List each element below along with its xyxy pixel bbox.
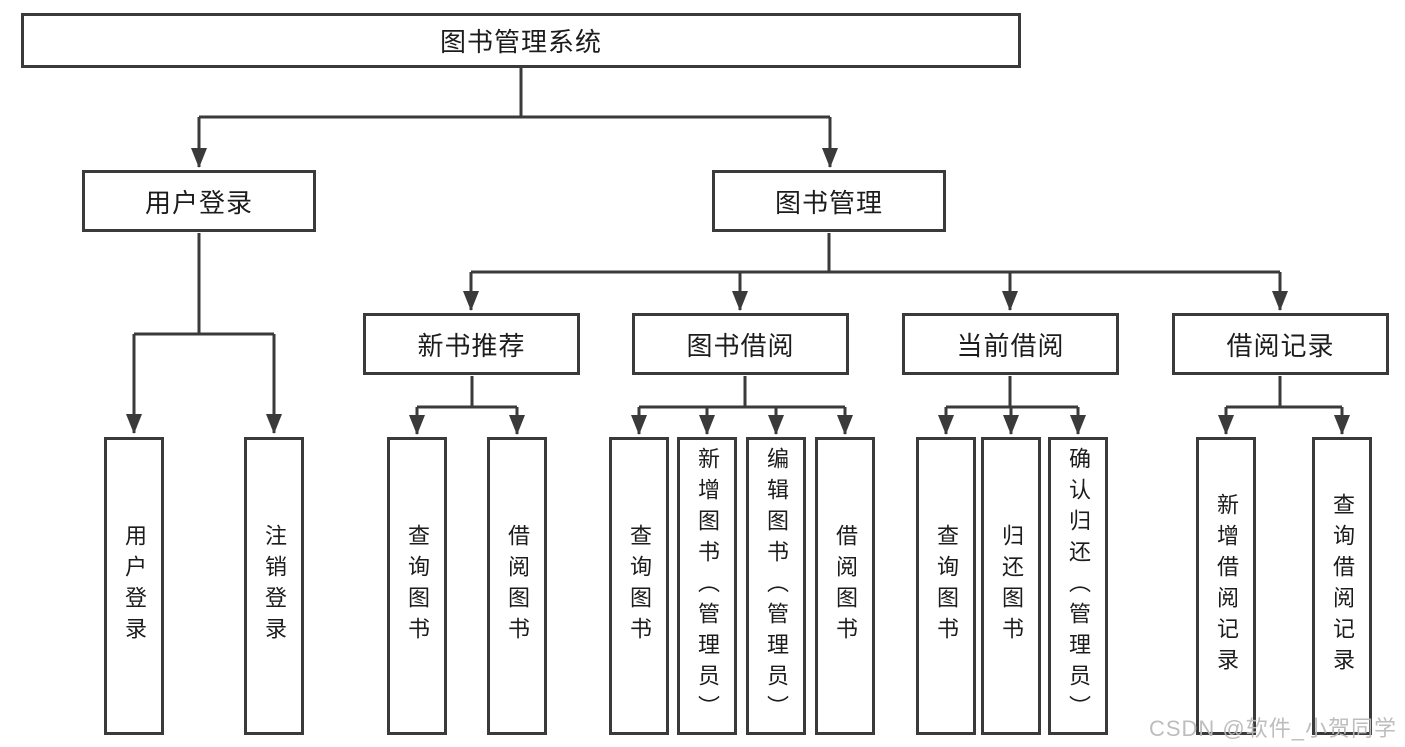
- leaf-query-books-current: 查询图书: [916, 437, 976, 735]
- leaf-add-borrow-record: 新增借阅记录: [1196, 437, 1256, 735]
- csdn-watermark: CSDN @软件_小贺同学: [1148, 716, 1397, 741]
- leaf-return-books: 归还图书: [981, 437, 1041, 735]
- leaf-add-books-admin: 新增图书（管理员）: [677, 437, 737, 735]
- node-book-borrowing-label: 图书借阅: [686, 330, 795, 361]
- leaf-confirm-return-admin-label: 确认归还（管理员）: [1066, 446, 1091, 726]
- node-borrow-records-label: 借阅记录: [1226, 330, 1335, 361]
- node-borrow-records: 借阅记录: [1172, 313, 1389, 375]
- leaf-borrow-books-label: 借阅图书: [833, 524, 858, 648]
- leaf-query-books-borrowing-label: 查询图书: [627, 524, 652, 648]
- node-root-label: 图书管理系统: [439, 27, 602, 57]
- node-user-login: 用户登录: [82, 170, 316, 232]
- node-book-borrowing: 图书借阅: [632, 313, 849, 375]
- leaf-query-borrow-record: 查询借阅记录: [1312, 437, 1372, 735]
- leaf-edit-books-admin: 编辑图书（管理员）: [746, 437, 806, 735]
- leaf-borrow-books-recommend-label: 借阅图书: [505, 524, 530, 648]
- leaf-borrow-books: 借阅图书: [815, 437, 875, 735]
- leaf-query-books-recommend-label: 查询图书: [405, 524, 430, 648]
- leaf-edit-books-admin-label: 编辑图书（管理员）: [764, 446, 789, 726]
- node-current-borrowing-label: 当前借阅: [956, 330, 1065, 361]
- leaf-query-books-borrowing: 查询图书: [609, 437, 669, 735]
- leaf-logout-label: 注销登录: [262, 524, 287, 648]
- node-new-book-recommend: 新书推荐: [363, 313, 580, 375]
- leaf-logout: 注销登录: [244, 437, 304, 735]
- leaf-user-login-label: 用户登录: [122, 524, 147, 648]
- leaf-add-books-admin-label: 新增图书（管理员）: [695, 446, 720, 726]
- node-current-borrowing: 当前借阅: [902, 313, 1119, 375]
- leaf-query-books-current-label: 查询图书: [934, 524, 959, 648]
- leaf-borrow-books-recommend: 借阅图书: [487, 437, 547, 735]
- node-user-login-label: 用户登录: [144, 187, 253, 218]
- leaf-add-borrow-record-label: 新增借阅记录: [1214, 493, 1239, 679]
- node-root: 图书管理系统: [21, 13, 1021, 68]
- leaf-user-login: 用户登录: [104, 437, 164, 735]
- leaf-confirm-return-admin: 确认归还（管理员）: [1048, 437, 1108, 735]
- node-book-management: 图书管理: [712, 170, 946, 232]
- leaf-query-borrow-record-label: 查询借阅记录: [1330, 493, 1355, 679]
- node-new-book-recommend-label: 新书推荐: [417, 330, 526, 361]
- leaf-query-books-recommend: 查询图书: [387, 437, 447, 735]
- node-book-management-label: 图书管理: [774, 187, 883, 218]
- leaf-return-books-label: 归还图书: [999, 524, 1024, 648]
